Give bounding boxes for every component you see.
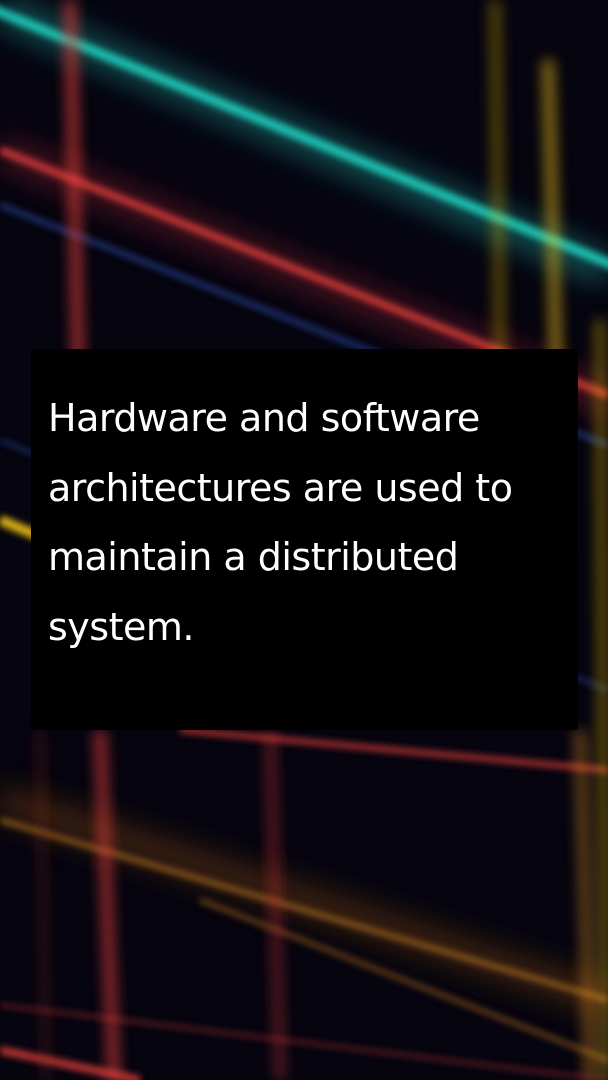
cyan-streak [0, 6, 608, 269]
caption-line: maintain a distributed [48, 535, 459, 579]
caption-box: Hardware and software architectures are … [31, 349, 578, 730]
caption-line: architectures are used to [48, 465, 513, 510]
caption-line: Hardware and software [48, 396, 480, 440]
caption-line: system. [48, 604, 194, 649]
